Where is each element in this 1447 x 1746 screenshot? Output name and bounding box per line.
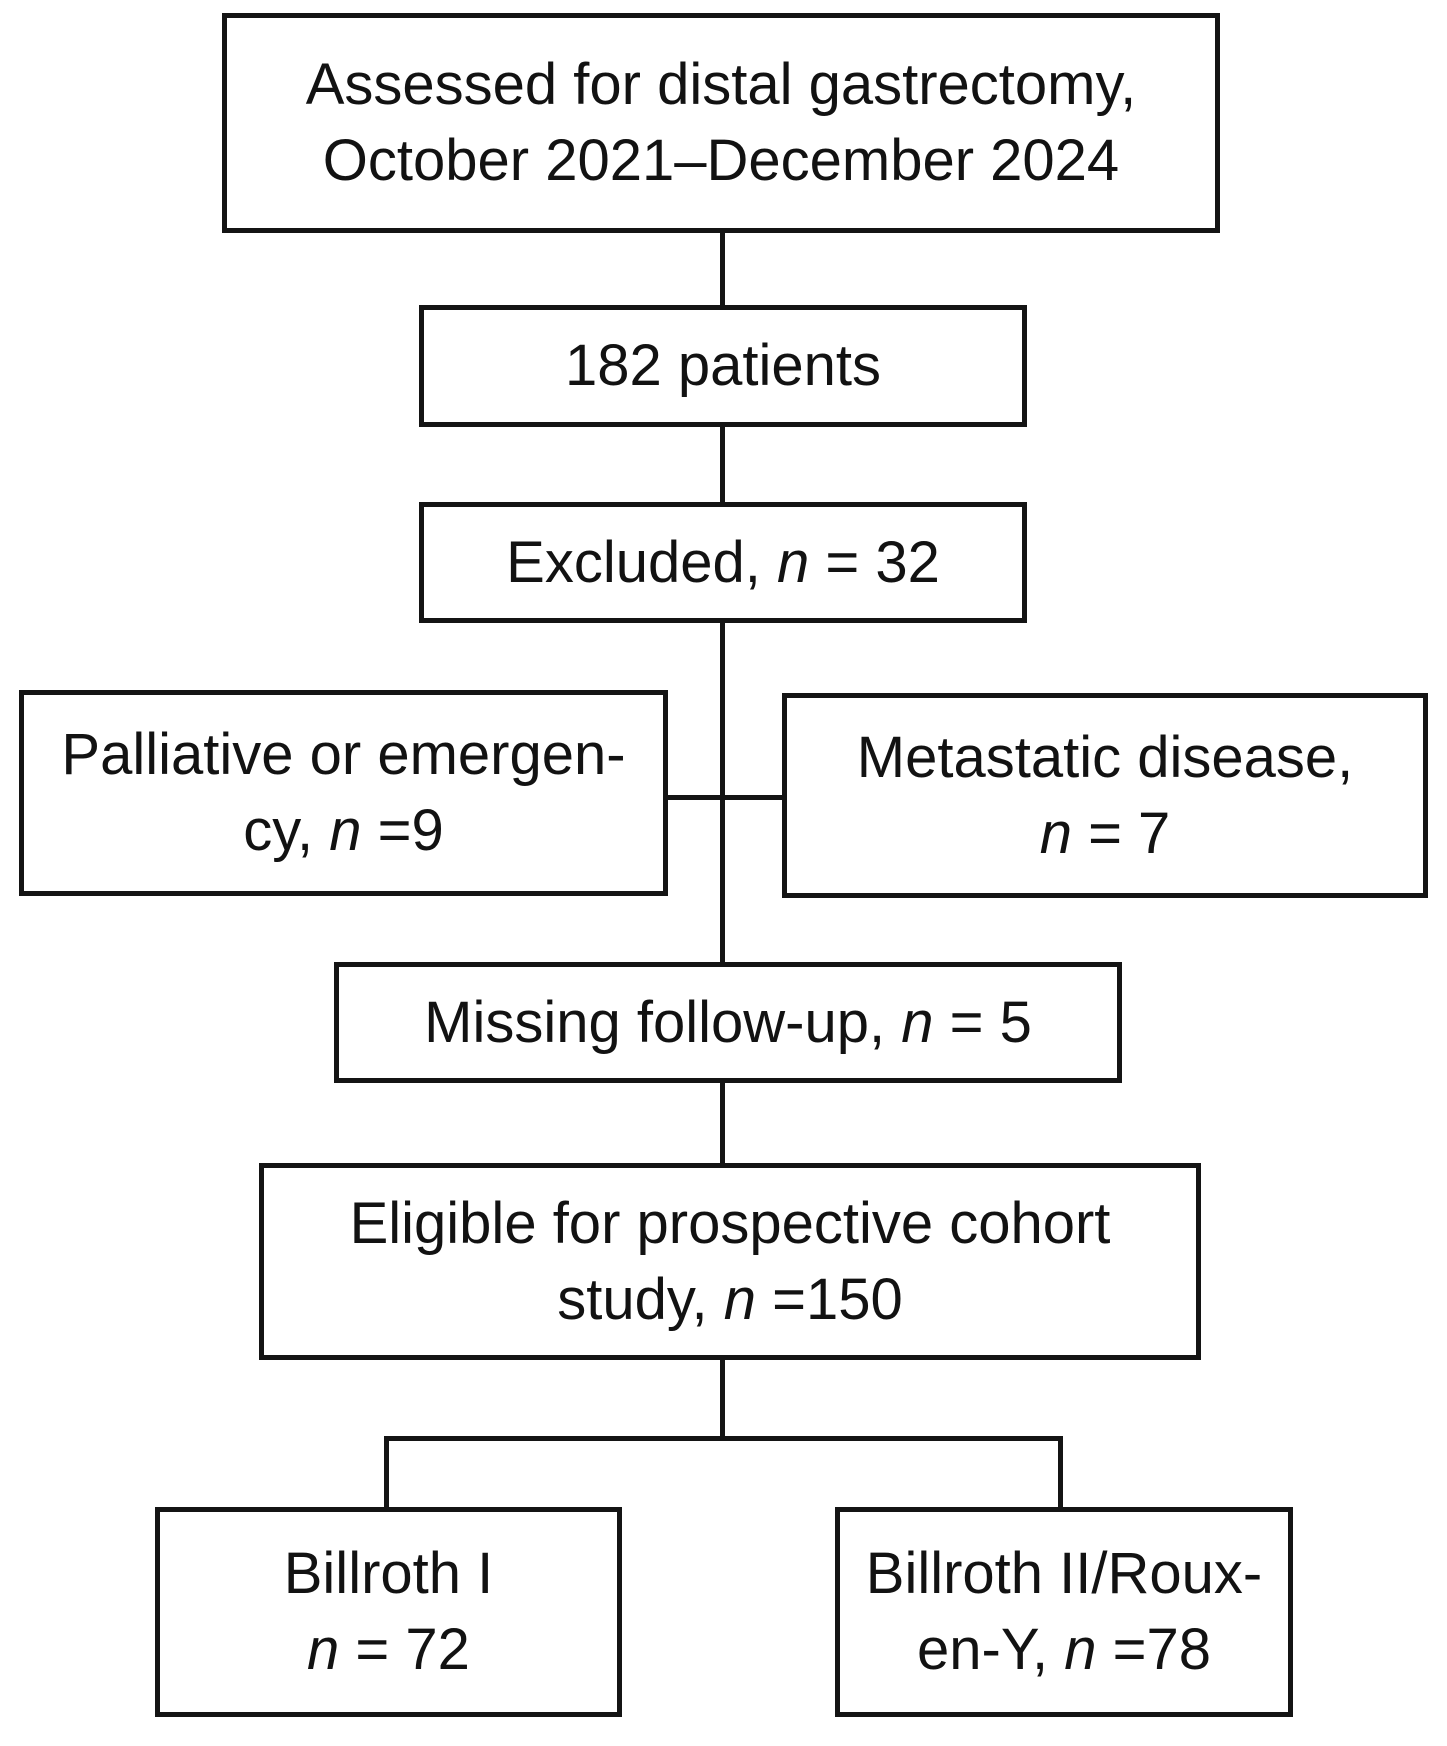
eligible-line2: study, n =150 (557, 1262, 903, 1338)
connector-excluded-to-missing (720, 620, 725, 966)
flow-box-billroth-1: Billroth I n = 72 (155, 1507, 622, 1717)
billroth2-n-italic: n (1064, 1617, 1097, 1682)
missing-text-post: = 5 (933, 989, 1032, 1055)
connector-eligible-to-branch (720, 1357, 725, 1441)
palliative-line2: cy, n =9 (243, 793, 443, 869)
metastatic-line2: n = 7 (1040, 796, 1171, 872)
missing-text-pre: Missing follow-up, (424, 989, 902, 1055)
assessed-line2: October 2021–December 2024 (322, 128, 1120, 193)
patients-line1: 182 patients (564, 333, 882, 398)
billroth1-text-post: = 72 (339, 1617, 470, 1682)
flow-box-palliative-emergency: Palliative or emergen- cy, n =9 (19, 690, 668, 896)
eligible-line1: Eligible for prospective cohort (349, 1190, 1111, 1256)
eligible-text-pre: study, (557, 1266, 724, 1332)
billroth1-line2: n = 72 (307, 1612, 470, 1688)
billroth2-text-post: =78 (1096, 1617, 1212, 1682)
excluded-line1: Excluded, n = 32 (506, 525, 940, 601)
missing-n-italic: n (901, 989, 934, 1055)
metastatic-line1: Metastatic disease, (856, 724, 1354, 790)
excluded-n-italic: n (776, 529, 810, 595)
connector-patients-to-excluded (720, 424, 725, 506)
billroth2-text-pre: en-Y, (916, 1617, 1065, 1682)
billroth2-line1: Billroth II/Roux- (865, 1541, 1263, 1606)
metastatic-text-post: = 7 (1071, 800, 1171, 866)
connector-missing-to-eligible (720, 1080, 725, 1167)
excluded-text-post: = 32 (809, 529, 940, 595)
flow-box-eligible-cohort: Eligible for prospective cohort study, n… (259, 1163, 1201, 1360)
connector-side-boxes-horizontal (665, 795, 785, 800)
flow-box-excluded: Excluded, n = 32 (419, 502, 1027, 623)
flow-box-182-patients: 182 patients (419, 305, 1027, 427)
flow-box-missing-followup: Missing follow-up, n = 5 (334, 962, 1122, 1083)
billroth2-line2: en-Y, n =78 (917, 1612, 1211, 1688)
palliative-n-italic: n (329, 798, 362, 863)
metastatic-n-italic: n (1039, 800, 1072, 866)
connector-branch-to-billroth2 (1058, 1436, 1063, 1511)
flow-box-metastatic-disease: Metastatic disease, n = 7 (782, 693, 1428, 898)
connector-branch-to-billroth1 (384, 1436, 389, 1511)
billroth1-line1: Billroth I (283, 1541, 494, 1606)
eligible-text-post: =150 (756, 1266, 903, 1332)
connector-assessed-to-patients (720, 230, 725, 310)
palliative-text-post: =9 (361, 798, 444, 863)
billroth1-n-italic: n (307, 1617, 340, 1682)
palliative-text-pre: cy, (243, 798, 330, 863)
flow-box-billroth-2-roux-en-y: Billroth II/Roux- en-Y, n =78 (835, 1507, 1293, 1717)
eligible-n-italic: n (723, 1266, 757, 1332)
flow-box-assessed: Assessed for distal gastrectomy, October… (222, 13, 1220, 233)
missing-line1: Missing follow-up, n = 5 (424, 985, 1032, 1061)
assessed-line1: Assessed for distal gastrectomy, (305, 52, 1137, 117)
connector-branch-horizontal (384, 1436, 1063, 1441)
palliative-line1: Palliative or emergen- (61, 722, 626, 787)
excluded-text-pre: Excluded, (506, 529, 777, 595)
